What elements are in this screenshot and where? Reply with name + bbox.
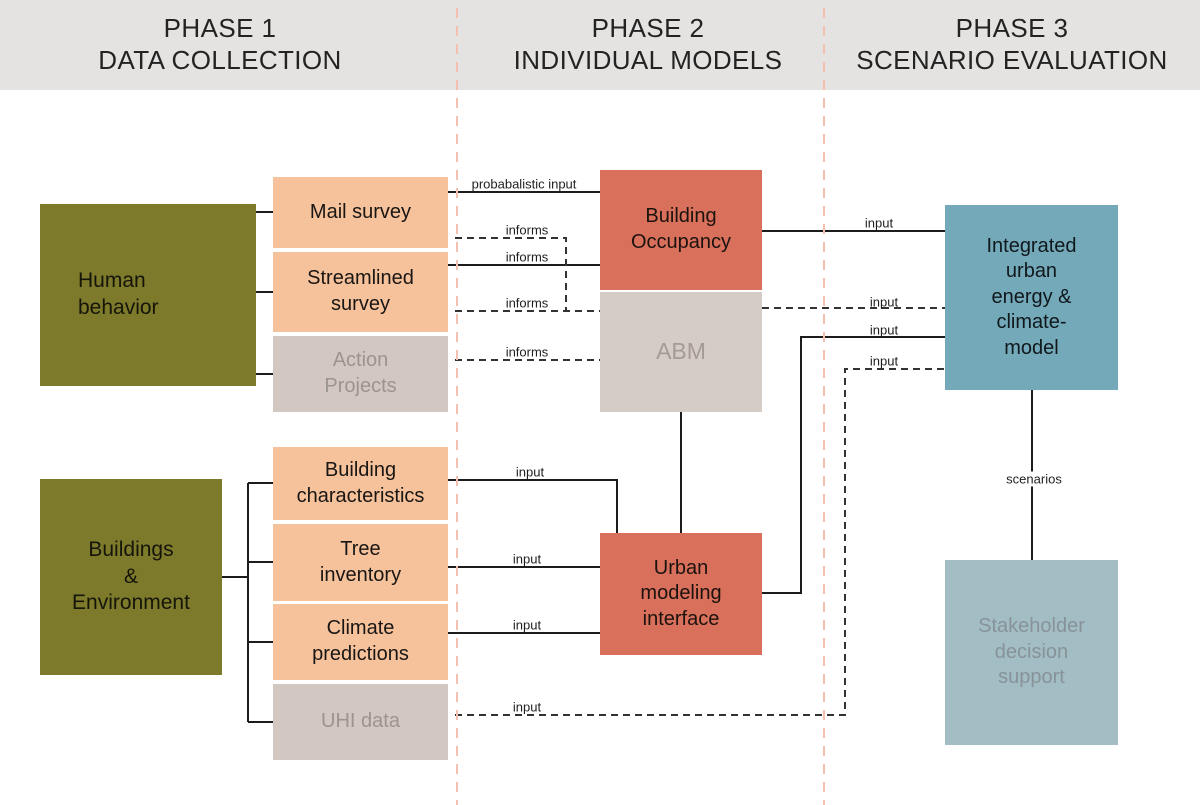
phase-3-title: PHASE 3 SCENARIO EVALUATION bbox=[856, 13, 1167, 76]
edge-label-input-uhi-data: input bbox=[512, 699, 542, 715]
edge-label-input-tree-inventory: input bbox=[512, 551, 542, 567]
edge-label-informs-action-projects: informs bbox=[505, 344, 549, 360]
phase-header-band: PHASE 1 DATA COLLECTION PHASE 2 INDIVIDU… bbox=[0, 0, 1200, 90]
node-urban-modeling-interface: Urban modeling interface bbox=[600, 533, 762, 655]
node-building-characteristics: Building characteristics bbox=[273, 447, 448, 520]
edge-label-input-uhi-to-model: input bbox=[869, 353, 899, 369]
edge-label-informs-streamlined-survey: informs bbox=[505, 249, 549, 265]
edge-label-input-abm: input bbox=[869, 294, 899, 310]
node-uhi-data: UHI data bbox=[273, 684, 448, 760]
edge-mail-survey-to-abm bbox=[455, 237, 567, 311]
phase-1-line2: DATA COLLECTION bbox=[98, 44, 342, 75]
node-streamlined-survey: Streamlined survey bbox=[273, 252, 448, 332]
edge-label-informs-mail-survey: informs bbox=[505, 222, 549, 238]
node-climate-predictions: Climate predictions bbox=[273, 604, 448, 680]
edge-label-input-urban-modeling: input bbox=[869, 322, 899, 338]
edge-label-probabalistic-input: probabalistic input bbox=[471, 176, 577, 192]
edge-label-input-building-occupancy: input bbox=[864, 215, 894, 231]
phase-2-title: PHASE 2 INDIVIDUAL MODELS bbox=[514, 13, 783, 76]
phase-3-line2: SCENARIO EVALUATION bbox=[856, 44, 1168, 75]
edge-urban-modeling-interface-to-integrated-model bbox=[762, 336, 945, 594]
edge-label-input-building-characteristics: input bbox=[515, 464, 545, 480]
edge-label-informs-streamlined-abm: informs bbox=[505, 295, 549, 311]
node-action-projects: Action Projects bbox=[273, 336, 448, 412]
node-abm: ABM bbox=[600, 292, 762, 412]
phase-1-title: PHASE 1 DATA COLLECTION bbox=[98, 13, 341, 76]
phase-3-line1: PHASE 3 bbox=[955, 13, 1069, 43]
phase-1-line1: PHASE 1 bbox=[163, 13, 277, 43]
edge-building-characteristics-to-urban-modeling-interface bbox=[448, 479, 618, 533]
node-mail-survey: Mail survey bbox=[273, 177, 448, 248]
edge-uhi-data-to-integrated-model bbox=[455, 368, 945, 716]
node-stakeholder-support: Stakeholder decision support bbox=[945, 560, 1118, 745]
node-building-occupancy: Building Occupancy bbox=[600, 170, 762, 290]
edge-label-scenarios: scenarios bbox=[1002, 471, 1066, 487]
node-human-behavior: Human behavior bbox=[40, 204, 256, 386]
node-buildings-environment: Buildings & Environment bbox=[40, 479, 222, 675]
node-integrated-model: Integrated urban energy & climate- model bbox=[945, 205, 1118, 390]
phase-2-line1: PHASE 2 bbox=[591, 13, 705, 43]
edge-label-input-climate-predictions: input bbox=[512, 617, 542, 633]
phase-2-line2: INDIVIDUAL MODELS bbox=[513, 44, 783, 75]
node-tree-inventory: Tree inventory bbox=[273, 524, 448, 601]
